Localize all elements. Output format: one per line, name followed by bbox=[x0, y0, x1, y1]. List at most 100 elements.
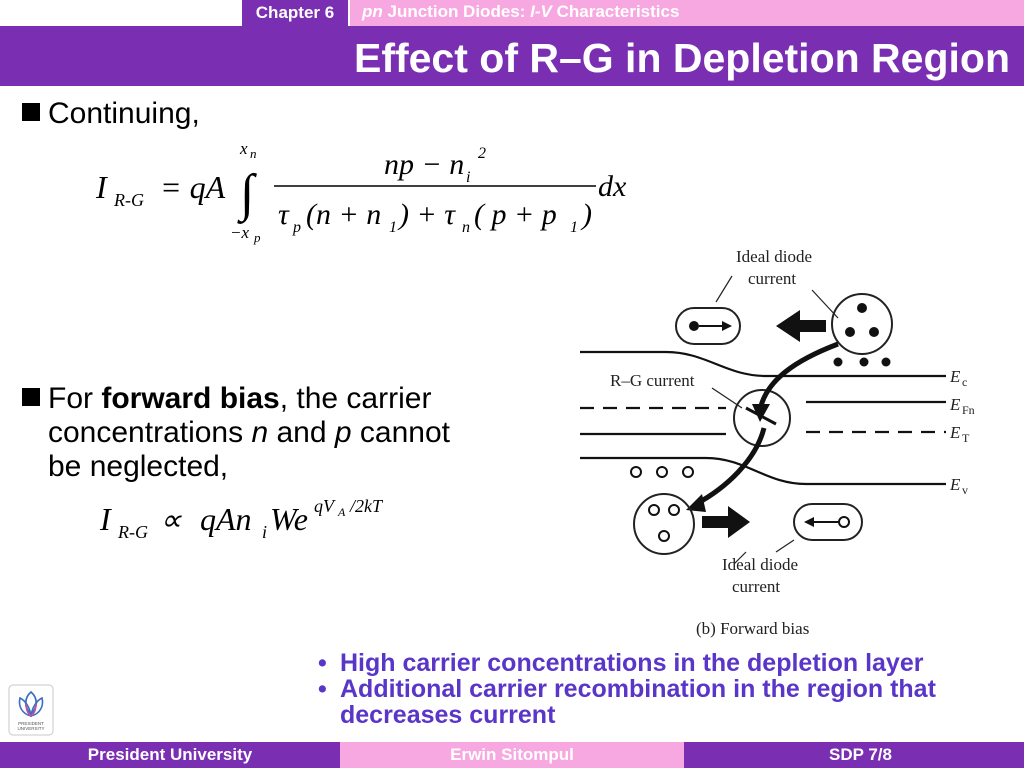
eq1-numerator-sub: i bbox=[466, 169, 470, 186]
proportional-icon: ∝ bbox=[160, 504, 182, 537]
ec-sub: c bbox=[962, 375, 967, 389]
rg-current-integral-equation: I R-G = qA ∫ x n −x p np − n i 2 τ p (n … bbox=[95, 140, 627, 245]
ideal-diode-label-top-2: current bbox=[748, 269, 796, 288]
b2-forward-bias: forward bias bbox=[101, 382, 280, 415]
b2-post: , the carrier bbox=[279, 382, 432, 415]
b2-line3: be neglected, bbox=[48, 450, 229, 483]
electron-dot bbox=[857, 303, 867, 313]
conduction-band-line bbox=[580, 350, 946, 378]
b2-line2-post: cannot bbox=[351, 416, 450, 449]
footer-author: Erwin Sitompul bbox=[340, 742, 684, 768]
b2-line2-pre: concentrations bbox=[48, 416, 252, 449]
eq2-exp-sub: A bbox=[337, 505, 346, 519]
eq2-I-sub: R-G bbox=[117, 522, 148, 542]
eq2-exp-rest: /2kT bbox=[349, 496, 384, 516]
electron-arrow-head-icon bbox=[722, 321, 732, 331]
et-sub: T bbox=[962, 431, 970, 445]
eq1-upper-limit: x bbox=[239, 140, 248, 158]
eq1-numerator: np − n bbox=[384, 148, 464, 181]
ec-label: E bbox=[949, 367, 961, 386]
hole-capsule bbox=[793, 503, 863, 541]
eq1-den-tau1: τ bbox=[278, 198, 290, 231]
footer: President University Erwin Sitompul SDP … bbox=[0, 742, 1024, 768]
hole-dot bbox=[630, 466, 642, 478]
hole-circle bbox=[633, 493, 695, 555]
efn-sub: Fn bbox=[962, 403, 975, 417]
electron-dot bbox=[869, 327, 879, 337]
square-bullet-icon bbox=[22, 388, 40, 406]
lotus-icon bbox=[18, 690, 44, 718]
big-left-arrow-icon bbox=[776, 310, 826, 342]
eq1-den-close: ) bbox=[580, 198, 592, 231]
bullet-forward-bias: For forward bias, the carrier concentrat… bbox=[22, 382, 542, 484]
hole-dot bbox=[656, 466, 668, 478]
rg-current-label: R–G current bbox=[610, 371, 695, 390]
square-bullet-icon bbox=[22, 103, 40, 121]
note-item-1-text: High carrier concentrations in the deple… bbox=[340, 649, 924, 677]
big-right-arrow-icon bbox=[702, 506, 750, 538]
rg-center-circle bbox=[733, 389, 791, 447]
note-item-2-text: Additional carrier recombination in the … bbox=[340, 675, 936, 729]
slide-title: Effect of R–G in Depletion Region bbox=[353, 35, 1010, 81]
label-leader-bottom-2 bbox=[775, 539, 795, 553]
eq1-den-tau2-sub: n bbox=[462, 219, 470, 236]
hole-dot bbox=[668, 504, 680, 516]
eq1-equals-qA: = qA bbox=[160, 169, 226, 205]
notes-list: • High carrier concentrations in the depl… bbox=[318, 650, 1018, 728]
electron-circle bbox=[831, 293, 893, 355]
et-label: E bbox=[949, 423, 961, 442]
integral-sign-icon: ∫ bbox=[237, 165, 257, 224]
b2-and: and bbox=[268, 416, 335, 449]
bullet-continuing-text: Continuing, bbox=[48, 97, 200, 130]
hole-dot bbox=[648, 504, 660, 516]
eq1-den-plus-tau: ) + τ bbox=[397, 198, 456, 231]
hole-dot bbox=[658, 530, 670, 542]
chapter-title-end: Characteristics bbox=[551, 2, 680, 21]
chapter-title: pn Junction Diodes: I-V Characteristics bbox=[350, 0, 1024, 26]
eq1-den-n1-sub: 1 bbox=[389, 219, 397, 236]
efn-label: E bbox=[949, 395, 961, 414]
rg-leader-line bbox=[711, 387, 743, 409]
ideal-diode-label-top-1: Ideal diode bbox=[736, 247, 812, 266]
eq2-ni-sub: i bbox=[262, 522, 267, 542]
note-item: •High carrier concentrations in the depl… bbox=[318, 650, 1018, 676]
rg-arrow-down-head-2-icon bbox=[686, 494, 706, 512]
b2-line2: concentrations n and p cannot bbox=[22, 416, 542, 450]
eq1-lower-sub: p bbox=[253, 230, 261, 245]
electron-dot bbox=[689, 321, 699, 331]
eq2-I: I bbox=[99, 501, 112, 537]
note-item: • Additional carrier recombination in the… bbox=[318, 676, 1018, 728]
bullet-dot-icon: • bbox=[318, 675, 327, 703]
hole-arrow-head-icon bbox=[804, 517, 814, 527]
ev-sub: v bbox=[962, 483, 968, 497]
bullet-continuing: Continuing, bbox=[22, 97, 200, 131]
chapter-title-iv: I-V bbox=[530, 2, 552, 21]
eq1-I-sub: R-G bbox=[113, 190, 144, 210]
chapter-title-pn: pn bbox=[362, 2, 383, 21]
logo-text-2: UNIVERSITY bbox=[17, 726, 44, 731]
footer-page: SDP 7/8 bbox=[684, 742, 1024, 768]
eq1-den-paren1: (n + n bbox=[306, 198, 381, 231]
forward-bias-band-diagram: Ideal diode current bbox=[580, 247, 975, 638]
footer-university: President University bbox=[0, 742, 340, 768]
diagram-caption: (b) Forward bias bbox=[696, 619, 809, 638]
title-bar bbox=[0, 26, 1024, 86]
electron-dot bbox=[881, 357, 891, 367]
eq1-I: I bbox=[95, 169, 108, 205]
eq2-exp-qV: qV bbox=[314, 496, 336, 516]
chapter-label: Chapter 6 bbox=[242, 0, 348, 26]
rg-current-proportional-equation: I R-G ∝ qAn i We qV A /2kT bbox=[99, 496, 384, 542]
eq1-numerator-sup: 2 bbox=[478, 145, 486, 162]
eq2-We: We bbox=[270, 501, 308, 537]
ideal-diode-label-bottom-2: current bbox=[732, 577, 780, 596]
eq1-lower-limit: −x bbox=[230, 223, 249, 242]
b2-pre: For bbox=[48, 382, 102, 415]
eq1-den-tau1-sub: p bbox=[292, 219, 301, 236]
eq1-den-p1-sub: 1 bbox=[570, 219, 578, 236]
chapter-title-mid: Junction Diodes: bbox=[382, 2, 531, 21]
electron-dot bbox=[833, 357, 843, 367]
b2-n: n bbox=[251, 416, 269, 449]
eq1-dx: dx bbox=[598, 170, 627, 203]
rg-arrow-down-curve bbox=[757, 341, 839, 411]
b2-p: p bbox=[334, 416, 352, 449]
